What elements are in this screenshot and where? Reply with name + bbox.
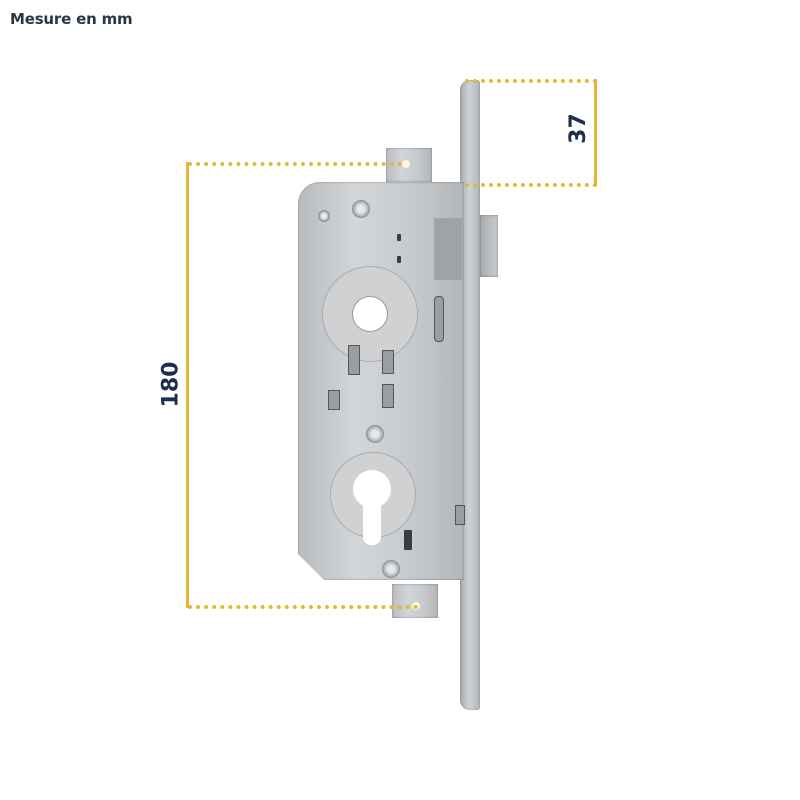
hook-slot <box>404 530 412 550</box>
window <box>328 390 340 410</box>
window <box>382 350 394 374</box>
dim-37-bottom-guide <box>465 183 597 187</box>
dim-37-label: 37 <box>565 113 591 144</box>
faceplate <box>460 80 480 710</box>
bolt-window <box>434 218 462 280</box>
measurement-caption: Mesure en mm <box>10 10 133 28</box>
bottom-screw <box>382 560 400 578</box>
dim-180-top-guide <box>188 162 402 166</box>
top-tab-hole <box>402 160 410 168</box>
spindle-hole <box>352 296 388 332</box>
slot <box>397 256 401 263</box>
window <box>348 345 360 375</box>
dim-180-bottom-guide <box>188 605 418 609</box>
dim-180-label: 180 <box>158 361 184 408</box>
rivet <box>318 210 330 222</box>
window <box>382 384 394 408</box>
dim-180-line <box>186 162 189 608</box>
top-screw <box>352 200 370 218</box>
cylinder-cam-slot <box>363 495 381 545</box>
dim-37-top-guide <box>465 79 597 83</box>
dim-37-line <box>594 79 597 186</box>
bottom-mounting-tab <box>392 584 438 618</box>
middle-screw <box>366 425 384 443</box>
slot <box>397 234 401 241</box>
slotted-window <box>434 296 444 342</box>
side-window <box>455 505 465 525</box>
latch-bolt <box>480 215 498 277</box>
